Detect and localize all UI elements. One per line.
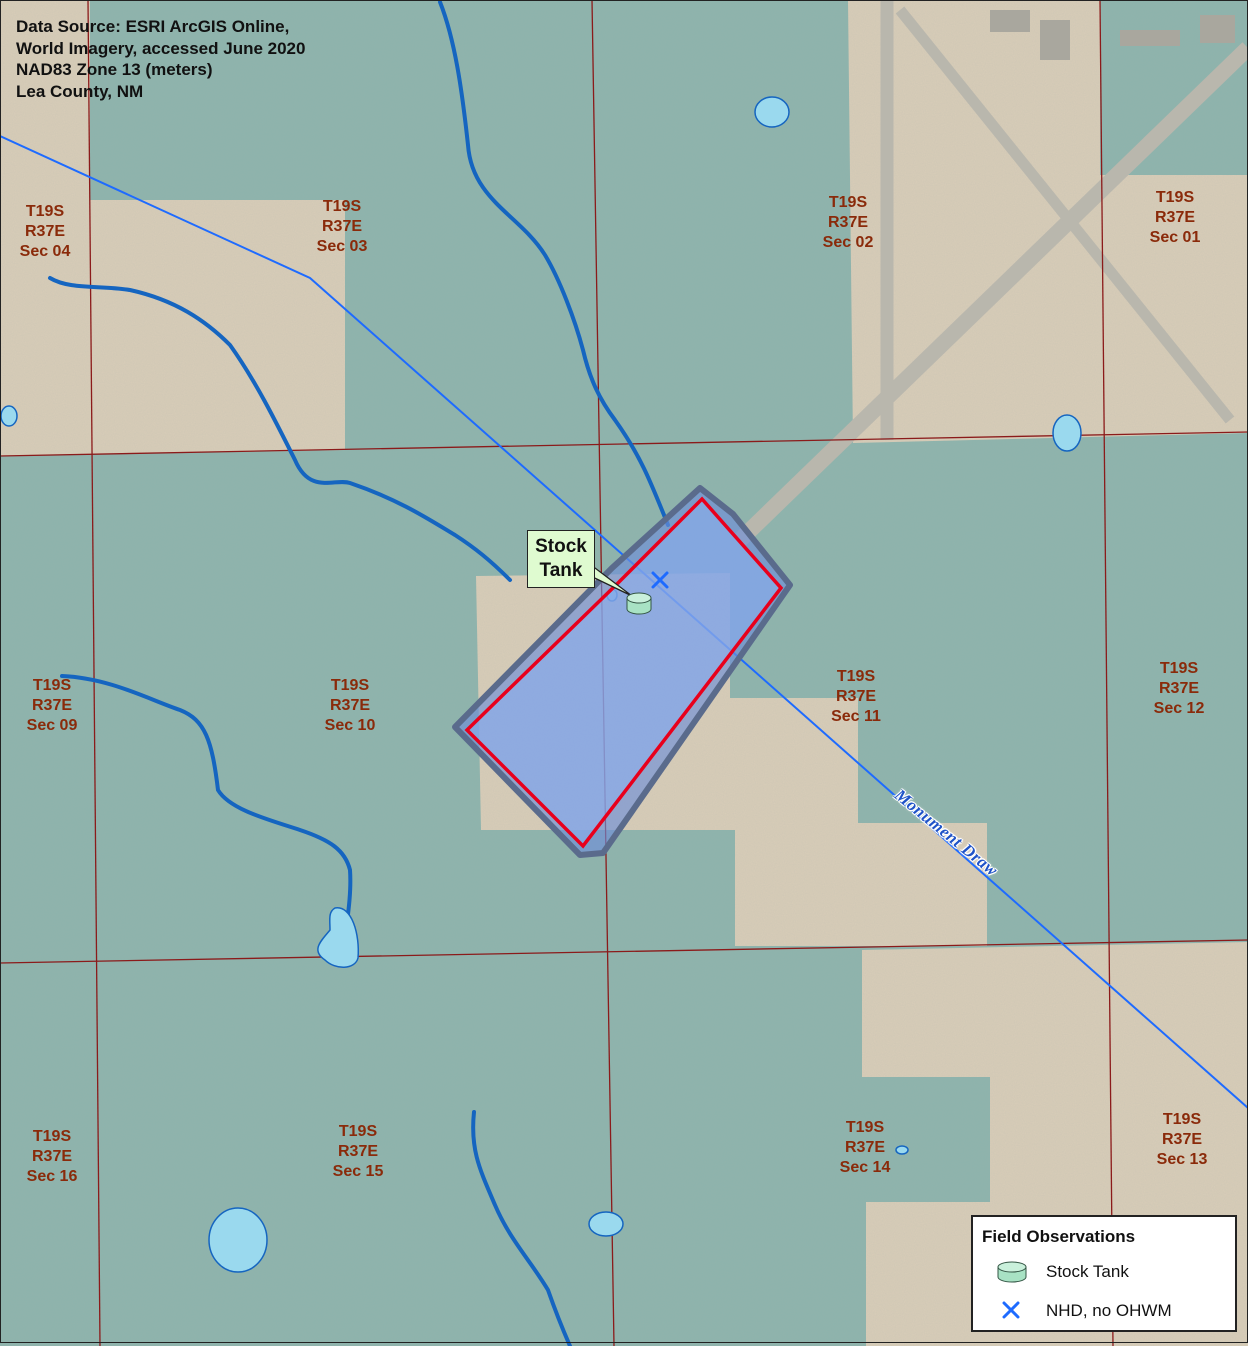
legend-title: Field Observations [982,1227,1136,1246]
x-mark-icon [1002,1301,1020,1319]
legend-label: Stock Tank [1046,1262,1129,1281]
legend-item-stock-tank: Stock Tank [993,1259,1229,1285]
section-label-sec15: T19S R37E Sec 15 [332,1123,384,1180]
stock-tank-icon [997,1261,1027,1283]
section-label-sec14: T19S R37E Sec 14 [839,1119,891,1176]
source-line: Lea County, NM [16,81,144,101]
stock-tank-callout: Stock Tank [527,530,595,588]
section-label-sec12: T19S R37E Sec 12 [1153,660,1205,717]
section-label-sec13: T19S R37E Sec 13 [1156,1111,1208,1168]
nhd-flowline-monument-draw [0,135,1248,1109]
callout-line: Tank [539,560,583,581]
source-line: NAD83 Zone 13 (meters) [16,60,213,79]
streams [48,0,670,1346]
legend-label: NHD, no OHWM [1046,1301,1172,1320]
legend-item-nhd-no-ohwm: NHD, no OHWM [993,1298,1229,1324]
nhd-no-ohwm-marker[interactable] [651,571,669,589]
section-label-sec09: T19S R37E Sec 09 [26,677,78,734]
airfield-runways [734,0,1248,546]
airfield-hangars [990,10,1235,60]
ponds [0,96,1082,1273]
section-label-sec02: T19S R37E Sec 02 [822,194,874,251]
section-label-sec16: T19S R37E Sec 16 [26,1128,78,1185]
section-label-sec10: T19S R37E Sec 10 [324,677,376,734]
legend: Field Observations Stock Tank NHD, no OH… [971,1215,1237,1332]
source-line: Data Source: ESRI ArcGIS Online, [16,17,290,36]
section-label-sec01: T19S R37E Sec 01 [1149,189,1201,246]
callout-line: Stock [535,536,587,557]
source-line: World Imagery, accessed June 2020 [16,38,306,58]
data-source-note: Data Source: ESRI ArcGIS Online, World I… [16,16,376,102]
stock-tank-marker[interactable] [626,592,652,615]
section-label-sec11: T19S R37E Sec 11 [831,668,881,725]
section-label-sec04: T19S R37E Sec 04 [19,203,71,260]
section-label-sec03: T19S R37E Sec 03 [316,198,368,255]
